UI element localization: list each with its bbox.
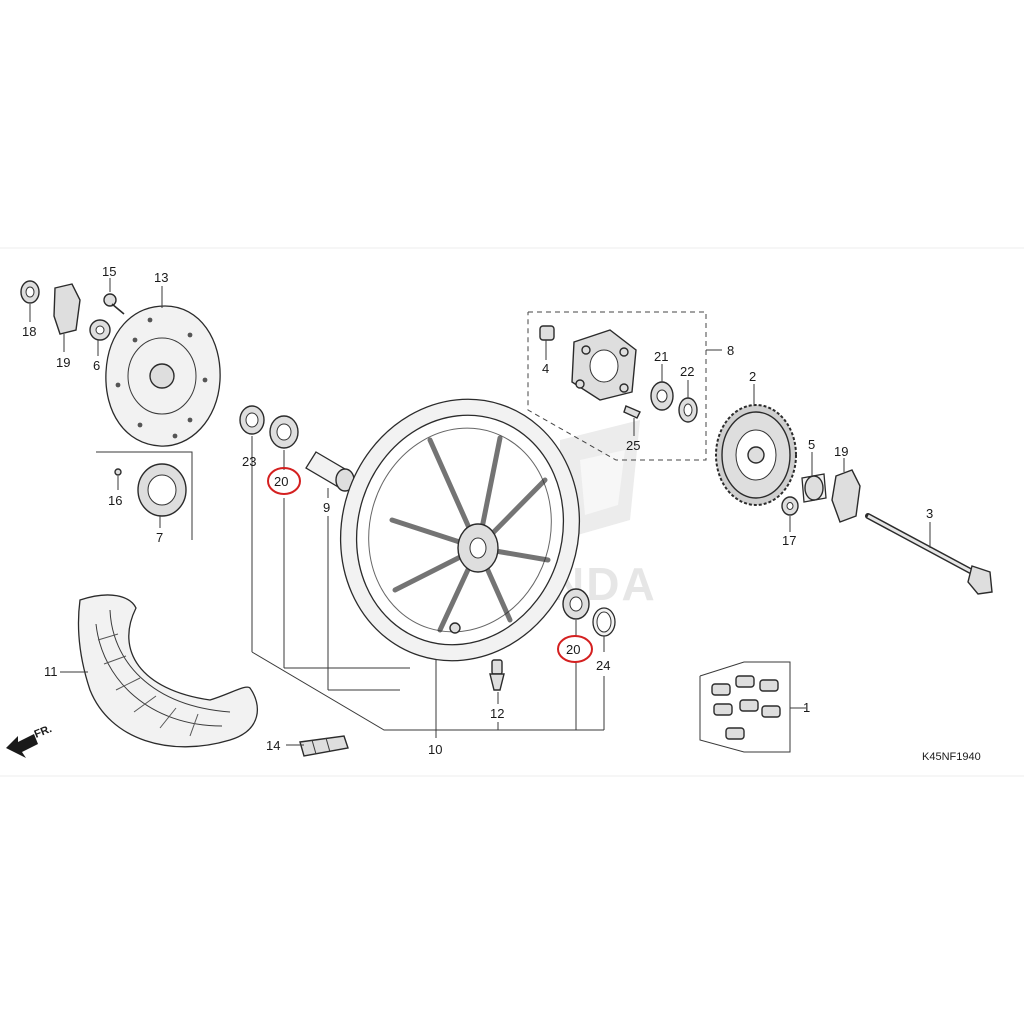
damper-rubbers[interactable] bbox=[711, 675, 781, 740]
callout-12: 12 bbox=[490, 706, 504, 721]
air-valve[interactable] bbox=[489, 659, 505, 691]
bearing-21[interactable] bbox=[650, 381, 674, 411]
driven-flange-group bbox=[527, 311, 722, 461]
callout-24: 24 bbox=[596, 658, 610, 673]
collar-5[interactable] bbox=[801, 473, 827, 503]
pin-25[interactable] bbox=[623, 405, 641, 419]
balance-weight[interactable] bbox=[299, 735, 349, 757]
chain-adjuster-left[interactable] bbox=[53, 283, 81, 335]
callout-5: 5 bbox=[808, 437, 815, 452]
nut-17[interactable] bbox=[781, 496, 799, 516]
callout-15: 15 bbox=[102, 264, 116, 279]
seal-24[interactable] bbox=[592, 607, 616, 637]
collar-6[interactable] bbox=[89, 319, 111, 341]
callout-20-left: 20 bbox=[274, 474, 288, 489]
callout-17: 17 bbox=[782, 533, 796, 548]
callout-6: 6 bbox=[93, 358, 100, 373]
callout-21: 21 bbox=[654, 349, 668, 364]
highlight-circle-20-left bbox=[267, 467, 301, 495]
callout-11: 11 bbox=[44, 664, 58, 679]
callout-25: 25 bbox=[626, 438, 640, 453]
rear-tire[interactable] bbox=[77, 594, 258, 748]
brake-disc[interactable] bbox=[105, 305, 221, 447]
highlight-circle-20-right bbox=[557, 635, 593, 663]
disc-bolt[interactable] bbox=[103, 293, 125, 315]
callout-labels: 1 2 3 4 5 6 7 8 9 10 11 12 13 14 15 16 1… bbox=[22, 264, 933, 757]
callout-3: 3 bbox=[926, 506, 933, 521]
callout-10: 10 bbox=[428, 742, 442, 757]
front-direction-arrow-icon: FR. bbox=[6, 723, 54, 758]
chain-adjuster-right[interactable] bbox=[831, 469, 861, 523]
seal-23[interactable] bbox=[239, 405, 265, 435]
callout-19-left: 19 bbox=[56, 355, 70, 370]
dust-seal-group bbox=[96, 451, 193, 540]
rear-wheel[interactable] bbox=[307, 368, 613, 692]
callout-22: 22 bbox=[680, 364, 694, 379]
bearing-20-left[interactable] bbox=[269, 415, 299, 449]
nut-18[interactable] bbox=[20, 280, 40, 304]
diagram-code: K45NF1940 bbox=[922, 751, 981, 763]
callout-14: 14 bbox=[266, 738, 280, 753]
callout-4: 4 bbox=[542, 361, 549, 376]
callout-1: 1 bbox=[803, 700, 810, 715]
direction-label: FR. bbox=[33, 723, 54, 741]
callout-16: 16 bbox=[108, 493, 122, 508]
callout-23: 23 bbox=[242, 454, 256, 469]
final-driven-sprocket[interactable] bbox=[715, 404, 797, 506]
bearing-20-right[interactable] bbox=[562, 588, 590, 620]
driven-flange[interactable] bbox=[571, 329, 637, 401]
distance-collar-9[interactable] bbox=[305, 451, 355, 492]
callout-13: 13 bbox=[154, 270, 168, 285]
leader-lines bbox=[29, 278, 931, 746]
callout-8: 8 bbox=[727, 343, 734, 358]
weight-set-group bbox=[699, 661, 806, 753]
rear-axle[interactable] bbox=[865, 513, 993, 595]
sprocket-bolt-4[interactable] bbox=[539, 325, 555, 341]
callout-19-right: 19 bbox=[834, 444, 848, 459]
callout-9: 9 bbox=[323, 500, 330, 515]
callout-18: 18 bbox=[22, 324, 36, 339]
callout-20-right: 20 bbox=[566, 642, 580, 657]
seal-22[interactable] bbox=[678, 397, 698, 423]
callout-2: 2 bbox=[749, 369, 756, 384]
callout-7: 7 bbox=[156, 530, 163, 545]
